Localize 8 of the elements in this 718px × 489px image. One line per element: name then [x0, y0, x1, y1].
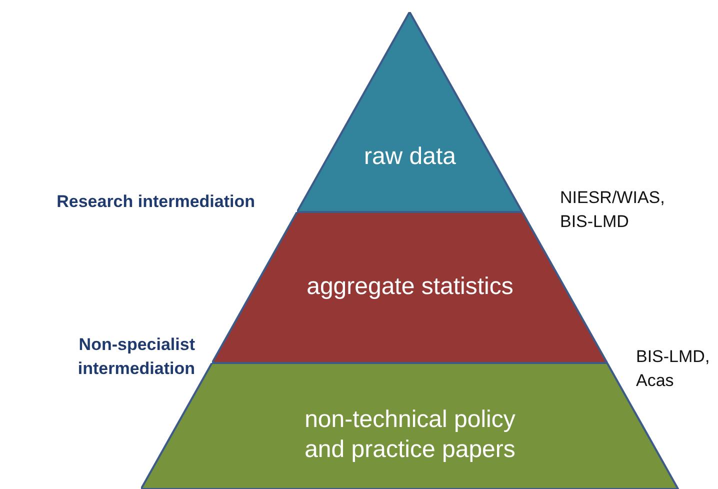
pyramid-top-band [297, 12, 523, 212]
band-label: raw data [364, 142, 456, 172]
band-label: aggregate statistics [306, 272, 514, 302]
source-note: NIESR/WIAS, BIS-LMD [560, 187, 666, 233]
band-label: non-technical policy and practice papers [304, 405, 516, 465]
tier-label: Research intermediation [56, 191, 255, 213]
tier-label: Non-specialist intermediation [76, 334, 195, 380]
source-note: BIS-LMD, Acas [636, 346, 711, 392]
